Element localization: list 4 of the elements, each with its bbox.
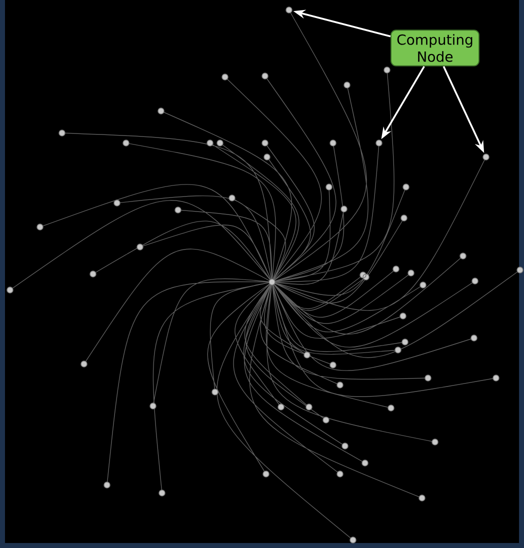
network-node [376, 140, 382, 146]
network-node [482, 154, 490, 160]
network-node [286, 6, 292, 14]
callout-box: Computing Node [390, 30, 480, 66]
